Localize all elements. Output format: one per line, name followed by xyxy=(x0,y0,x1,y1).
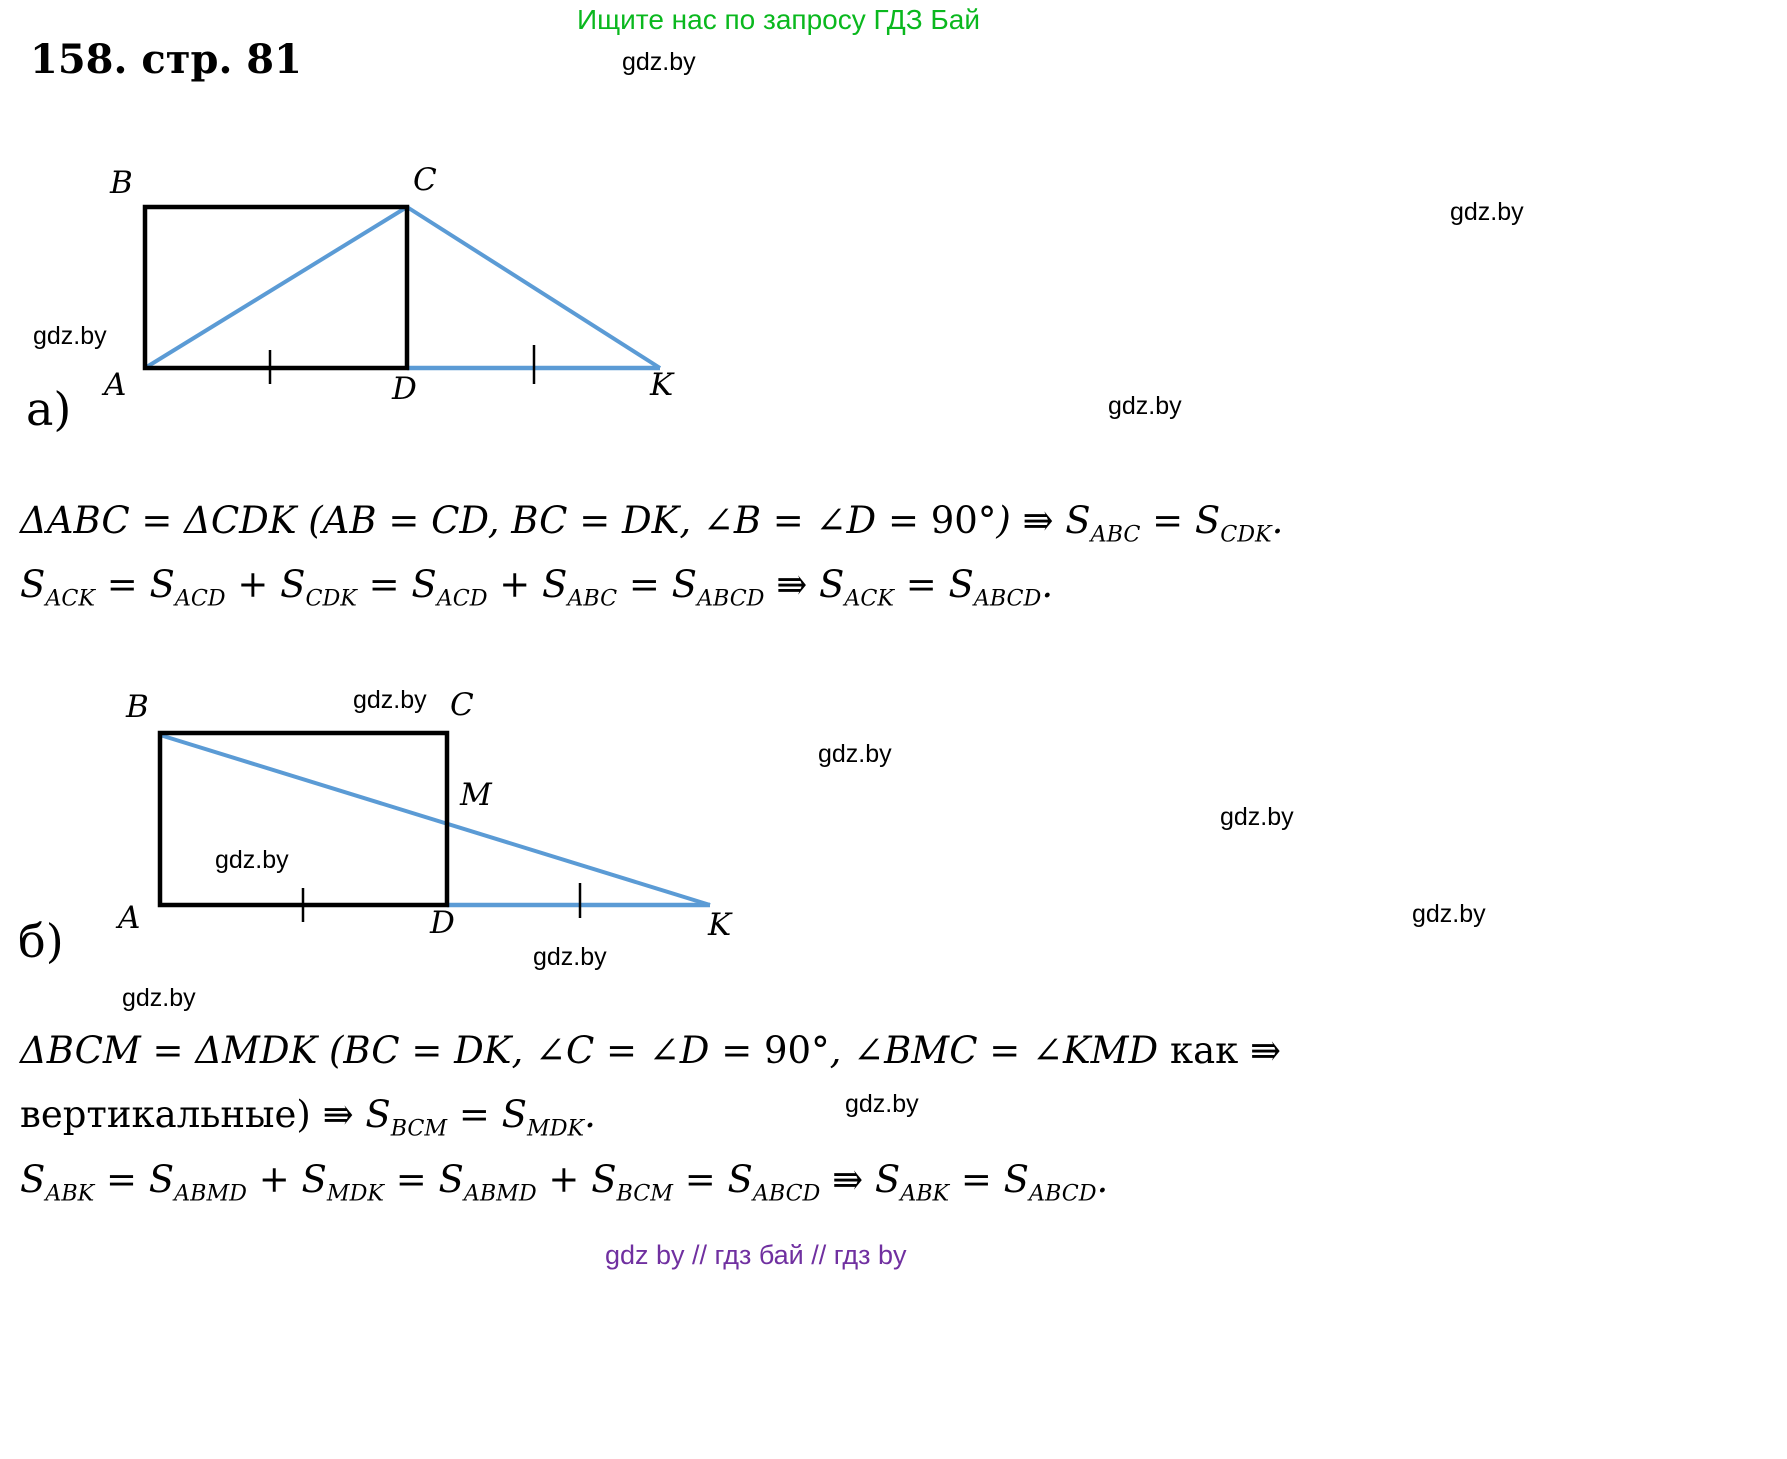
footer-text: gdz by // гдз бай // гдз by xyxy=(605,1240,907,1270)
figure-b: B C M A D K xyxy=(110,685,770,955)
figure-a-drawing xyxy=(142,204,662,384)
point-label-d: D xyxy=(392,371,417,407)
watermark-gdzby: gdz.by xyxy=(215,846,289,874)
segment-bk xyxy=(159,733,711,907)
point-label-b: B xyxy=(126,689,149,725)
math-line-b3: SABK = SABMD + SMDK = SABMD + SBCM = SAB… xyxy=(20,1157,1109,1206)
point-label-a: A xyxy=(104,367,127,403)
watermark-gdzby: gdz.by xyxy=(1412,900,1486,928)
math-line-a2: SACK = SACD + SCDK = SACD + SABC = SABCD… xyxy=(20,563,1054,612)
problem-title: 158. стр. 81 xyxy=(30,36,302,83)
point-label-d: D xyxy=(430,905,455,941)
math-line-b1: ΔBCM = ΔMDK (BC = DK, ∠C = ∠D = 90°, ∠BM… xyxy=(20,1029,1282,1072)
point-label-c: C xyxy=(413,162,437,198)
watermark-gdzby: gdz.by xyxy=(845,1090,919,1118)
watermark-gdzby: gdz.by xyxy=(622,48,696,76)
math-solution-b: ΔBCM = ΔMDK (BC = DK, ∠C = ∠D = 90°, ∠BM… xyxy=(20,1028,1770,1221)
watermark-gdzby: gdz.by xyxy=(533,943,607,971)
watermark-gdzby: gdz.by xyxy=(122,984,196,1012)
watermark-gdzby: gdz.by xyxy=(1220,803,1294,831)
point-label-k: K xyxy=(708,907,732,943)
watermark-gdzby: gdz.by xyxy=(353,686,427,714)
math-solution-a: ΔABC = ΔCDK (AB = CD, BC = DK, ∠B = ∠D =… xyxy=(20,498,1770,627)
point-label-b: B xyxy=(110,165,133,201)
watermark-gdzby: gdz.by xyxy=(818,740,892,768)
math-line-a1: ΔABC = ΔCDK (AB = CD, BC = DK, ∠B = ∠D =… xyxy=(20,499,1284,548)
figure-b-drawing xyxy=(157,730,711,922)
watermark-gdzby: gdz.by xyxy=(33,322,107,350)
rectangle-abcd xyxy=(142,204,410,371)
point-label-m: M xyxy=(460,777,492,813)
point-label-k: K xyxy=(650,367,674,403)
watermark-gdzby: gdz.by xyxy=(1450,198,1524,226)
promo-banner: Ищите нас по запросу ГДЗ Бай xyxy=(577,4,981,35)
point-label-c: C xyxy=(450,687,474,723)
segment-ck xyxy=(405,205,662,370)
figure-a-caption: а) xyxy=(26,382,72,436)
watermark-gdzby: gdz.by xyxy=(1108,392,1182,420)
figure-b-caption: б) xyxy=(18,914,64,968)
point-label-a: A xyxy=(118,900,141,936)
segment-ac xyxy=(143,205,409,370)
figure-a: B C A D K xyxy=(100,160,720,420)
math-line-b2: вертикальные) ⇛ SBCM = SMDK. xyxy=(20,1093,596,1142)
rectangle-abcd xyxy=(157,730,450,908)
